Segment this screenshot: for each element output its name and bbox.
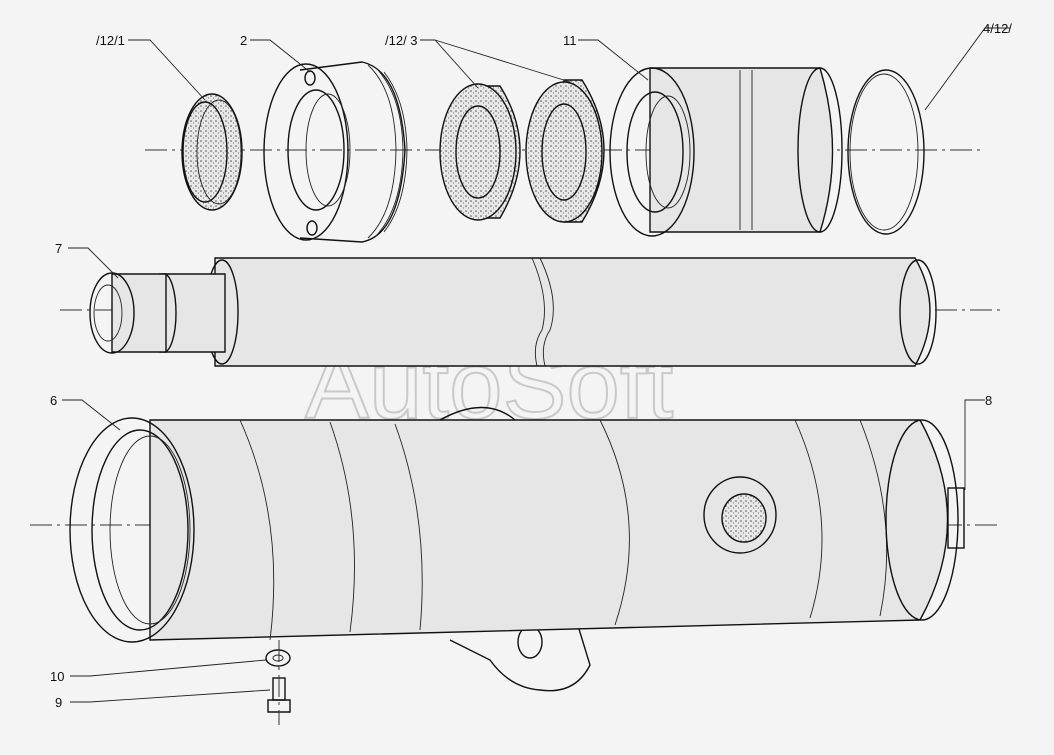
part-2-threaded-nut	[263, 61, 408, 243]
callout-2: 2	[240, 33, 247, 48]
leader-lines	[62, 27, 1010, 703]
callout-12-3: /12/ 3	[385, 33, 418, 48]
part-9-screw	[267, 640, 291, 725]
callout-9: 9	[55, 695, 62, 710]
part-10-washer	[265, 649, 291, 667]
callout-4-12: 4/12/	[983, 21, 1012, 36]
part-12-1-seal-ring	[181, 93, 243, 211]
callout-8: 8	[985, 393, 992, 408]
callout-7: 7	[55, 241, 62, 256]
part-6-housing	[69, 406, 965, 692]
callout-6: 6	[50, 393, 57, 408]
part-7-shaft	[89, 257, 937, 367]
callout-11: 11	[563, 33, 577, 48]
callout-10: 10	[50, 669, 64, 684]
part-4-12-wire-ring	[847, 69, 925, 235]
callout-12-1: /12/1	[96, 33, 125, 48]
part-12-3-rings	[439, 79, 605, 223]
part-11-bushing	[609, 67, 843, 237]
